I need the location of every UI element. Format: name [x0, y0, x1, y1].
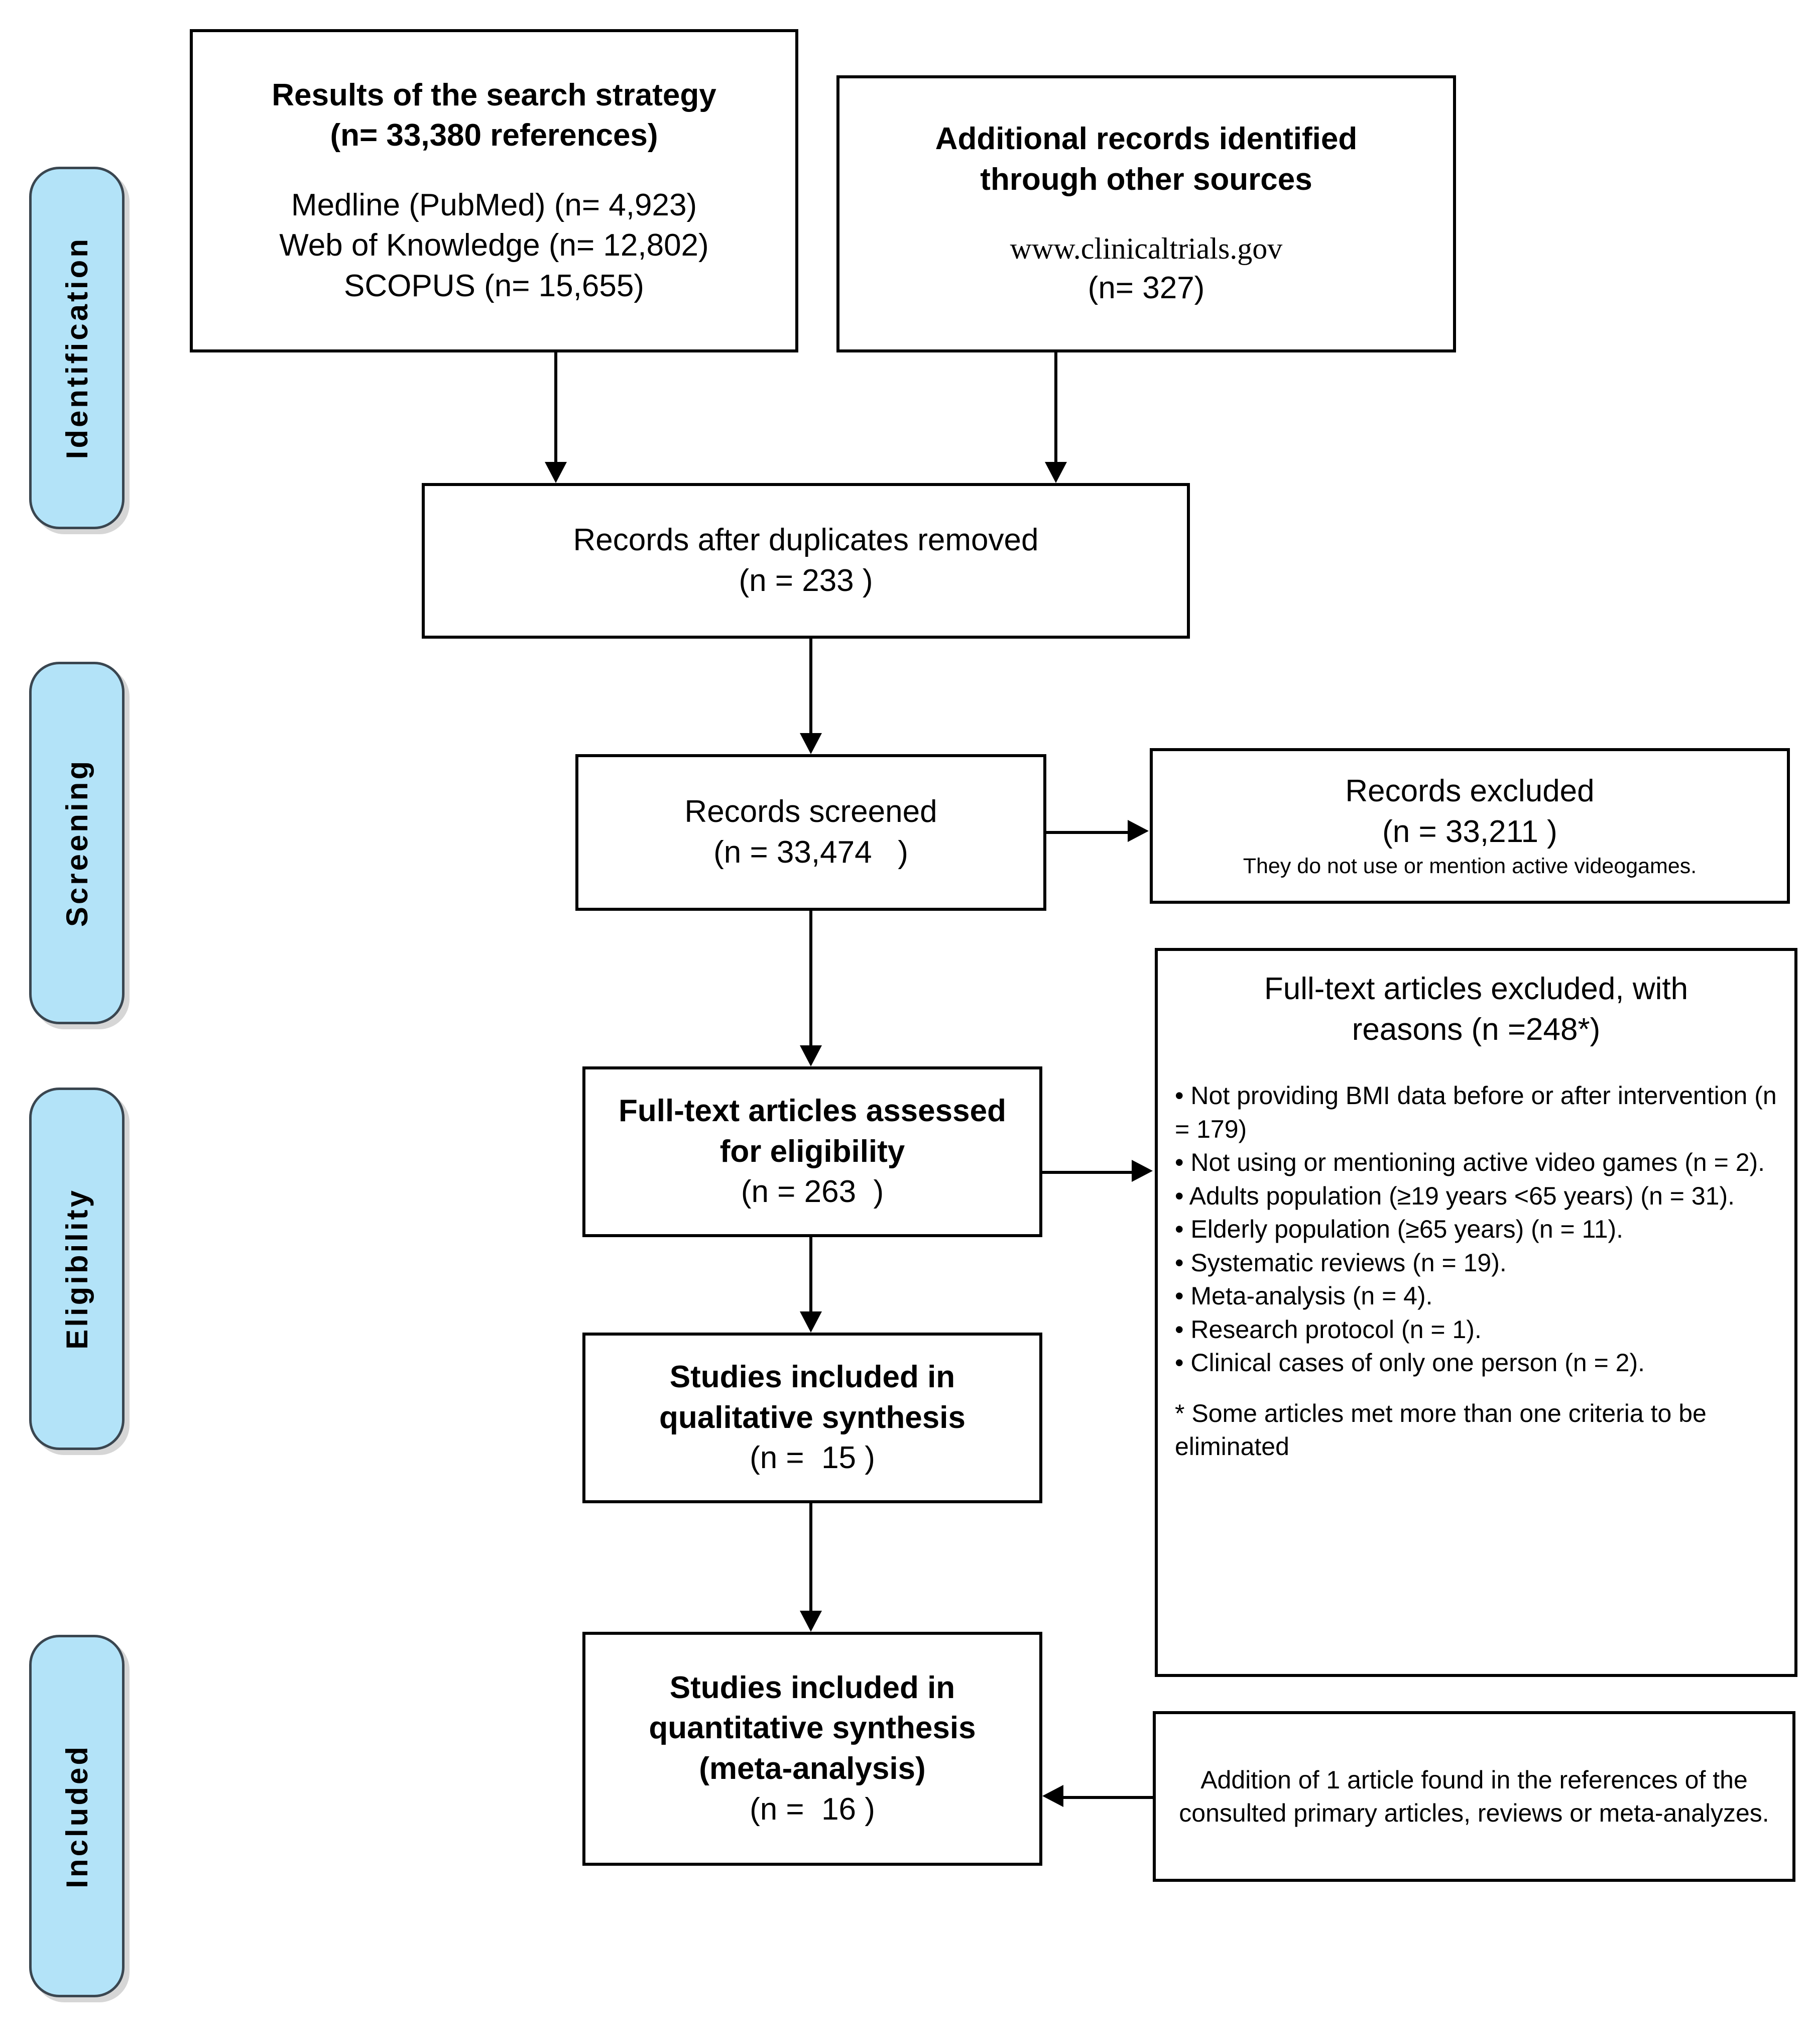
search-strategy-title-line1: Results of the search strategy	[272, 77, 716, 112]
box-duplicates-removed: Records after duplicates removed (n = 23…	[422, 483, 1190, 639]
qualitative-synthesis-title-line2: qualitative synthesis	[659, 1400, 965, 1435]
search-strategy-source-scopus: SCOPUS (n= 15,655)	[344, 268, 644, 303]
fulltext-excluded-footnote: * Some articles met more than one criter…	[1175, 1399, 1707, 1461]
qualitative-synthesis-count: (n = 15 )	[750, 1440, 875, 1476]
qualitative-synthesis-title-line1: Studies included in	[669, 1360, 955, 1395]
additional-article-text: Addition of 1 article found in the refer…	[1179, 1765, 1769, 1828]
phase-label-eligibility-text: Eligibility	[60, 1188, 94, 1350]
arrow-screened-to-excluded	[1128, 820, 1149, 842]
fulltext-excluded-reason-1: • Not providing BMI data before or after…	[1175, 1081, 1777, 1143]
fulltext-assessed-count: (n = 263 )	[741, 1174, 884, 1210]
connector-additional-article-to-quantitative	[1063, 1796, 1154, 1799]
records-screened-title: Records screened	[684, 794, 937, 829]
fulltext-excluded-reason-4: • Elderly population (≥65 years) (n = 11…	[1175, 1215, 1624, 1244]
arrow-screened-to-fulltext-assessed	[800, 1045, 822, 1066]
spacer	[1175, 1380, 1777, 1397]
duplicates-removed-count: (n = 233 )	[739, 563, 873, 598]
records-screened-count: (n = 33,474 )	[713, 835, 908, 870]
quantitative-synthesis-title-line3: (meta-analysis)	[699, 1751, 926, 1786]
fulltext-excluded-reason-2: • Not using or mentioning active video g…	[1175, 1148, 1765, 1177]
phase-label-screening: Screening	[29, 662, 125, 1024]
box-fulltext-excluded: Full-text articles excluded, with reason…	[1155, 948, 1797, 1677]
fulltext-excluded-reason-8: • Clinical cases of only one person (n =…	[1175, 1349, 1645, 1377]
connector-duplicates-to-screened	[809, 639, 812, 734]
fulltext-excluded-reason-6: • Meta-analysis (n = 4).	[1175, 1282, 1433, 1310]
phase-label-eligibility: Eligibility	[29, 1088, 125, 1450]
phase-label-identification-text: Identification	[60, 236, 94, 459]
additional-records-title-line1: Additional records identified	[935, 122, 1358, 157]
box-records-screened: Records screened (n = 33,474 )	[575, 754, 1046, 911]
box-search-strategy: Results of the search strategy (n= 33,38…	[190, 29, 798, 352]
additional-records-source: www.clinicaltrials.gov	[1010, 232, 1283, 266]
connector-qualitative-to-quantitative	[809, 1503, 812, 1612]
fulltext-excluded-reason-3: • Adults population (≥19 years <65 years…	[1175, 1181, 1735, 1210]
box-records-excluded: Records excluded (n = 33,211 ) They do n…	[1150, 748, 1790, 904]
records-excluded-note: They do not use or mention active videog…	[1243, 854, 1697, 878]
fulltext-assessed-title-line1: Full-text articles assessed	[619, 1094, 1006, 1129]
arrow-search-strategy-to-duplicates	[545, 462, 567, 483]
additional-records-title-line2: through other sources	[980, 162, 1312, 197]
arrow-qualitative-to-quantitative	[800, 1611, 822, 1632]
search-strategy-source-medline: Medline (PubMed) (n= 4,923)	[291, 187, 697, 222]
connector-fulltext-assessed-to-excluded	[1042, 1171, 1133, 1174]
quantitative-synthesis-title-line2: quantitative synthesis	[649, 1711, 976, 1746]
connector-search-strategy-to-duplicates	[554, 352, 557, 463]
box-qualitative-synthesis: Studies included in qualitative synthesi…	[582, 1333, 1042, 1503]
quantitative-synthesis-title-line1: Studies included in	[669, 1670, 955, 1705]
fulltext-excluded-reason-7: • Research protocol (n = 1).	[1175, 1315, 1482, 1344]
additional-records-count: (n= 327)	[1088, 271, 1205, 306]
records-excluded-title: Records excluded	[1345, 774, 1595, 809]
box-quantitative-synthesis: Studies included in quantitative synthes…	[582, 1632, 1042, 1866]
phase-label-included: Included	[29, 1635, 125, 1997]
fulltext-assessed-title-line2: for eligibility	[719, 1134, 905, 1169]
quantitative-synthesis-count: (n = 16 )	[750, 1791, 875, 1827]
fulltext-excluded-reason-5: • Systematic reviews (n = 19).	[1175, 1248, 1507, 1277]
arrow-duplicates-to-screened	[800, 733, 822, 754]
phase-label-identification: Identification	[29, 167, 125, 529]
arrow-fulltext-assessed-to-qualitative	[800, 1311, 822, 1333]
connector-fulltext-assessed-to-qualitative	[809, 1237, 812, 1312]
arrow-fulltext-assessed-to-excluded	[1132, 1160, 1153, 1182]
box-fulltext-assessed: Full-text articles assessed for eligibil…	[582, 1066, 1042, 1237]
phase-label-screening-text: Screening	[60, 759, 94, 927]
records-excluded-count: (n = 33,211 )	[1382, 814, 1557, 850]
phase-label-included-text: Included	[60, 1744, 94, 1888]
fulltext-excluded-title-line1: Full-text articles excluded, with	[1264, 972, 1688, 1006]
box-additional-records: Additional records identified through ot…	[836, 75, 1456, 352]
connector-screened-to-excluded	[1046, 831, 1131, 834]
spacer	[1175, 1050, 1777, 1079]
duplicates-removed-title: Records after duplicates removed	[573, 523, 1039, 558]
connector-additional-records-to-duplicates	[1054, 352, 1057, 463]
connector-screened-to-fulltext-assessed	[809, 911, 812, 1046]
fulltext-excluded-title-line2: reasons (n =248*)	[1352, 1012, 1601, 1047]
search-strategy-title-line2: (n= 33,380 references)	[330, 118, 658, 153]
search-strategy-source-web-of-knowledge: Web of Knowledge (n= 12,802)	[279, 228, 709, 263]
box-additional-article: Addition of 1 article found in the refer…	[1153, 1711, 1795, 1882]
arrow-additional-article-to-quantitative	[1042, 1785, 1063, 1807]
arrow-additional-records-to-duplicates	[1045, 462, 1067, 483]
